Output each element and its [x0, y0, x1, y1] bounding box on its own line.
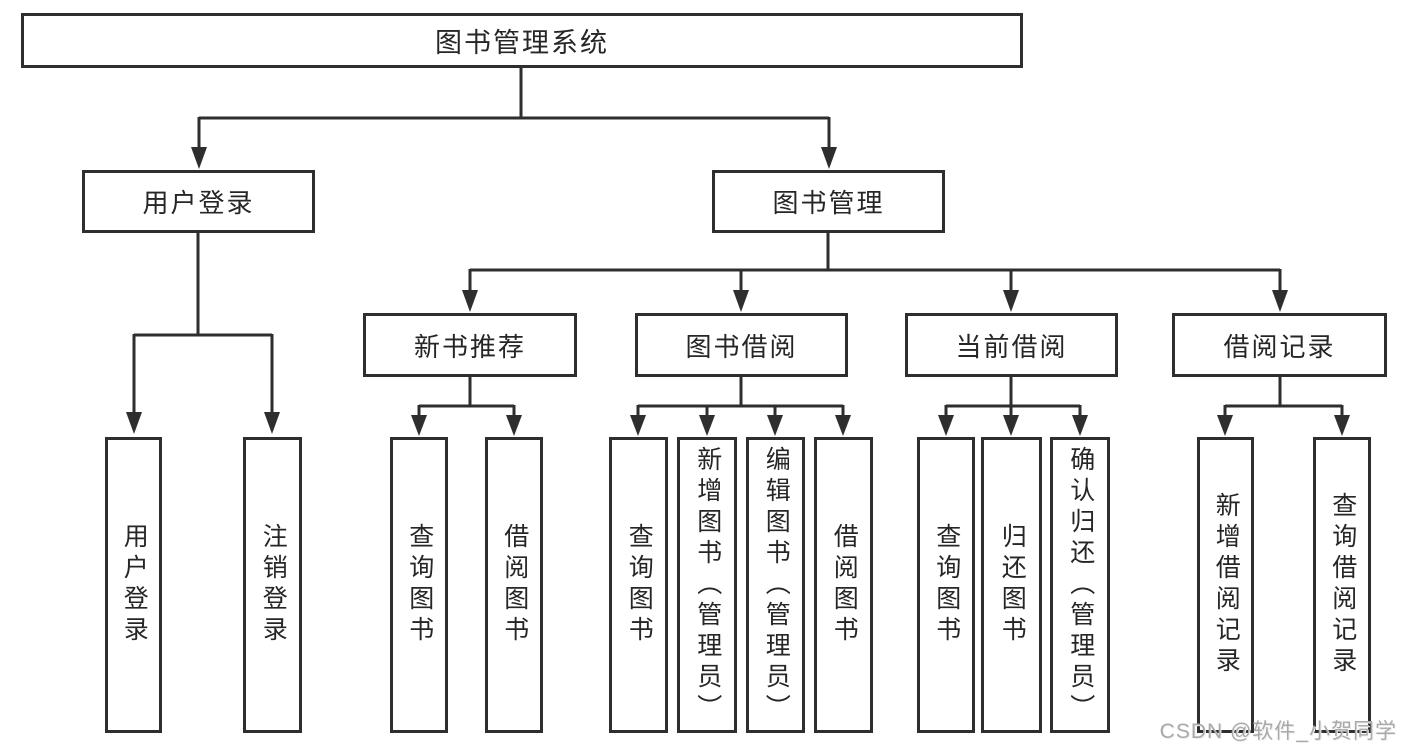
- node-new-book-recommend: 新书推荐: [363, 313, 577, 377]
- leaf-add-books-admin: 新增图书（管理员）: [677, 437, 737, 733]
- leaf-borrow-query-books: 查询图书: [609, 437, 668, 733]
- node-label: 确认归还（管理员）: [1066, 445, 1095, 725]
- node-label: 图书管理系统: [435, 28, 609, 58]
- node-label: 查询借阅记录: [1328, 492, 1357, 678]
- node-book-borrowing: 图书借阅: [635, 313, 848, 377]
- leaf-confirm-return-admin: 确认归还（管理员）: [1050, 437, 1110, 733]
- leaf-return-books: 归还图书: [981, 437, 1042, 733]
- leaf-borrow-books: 借阅图书: [814, 437, 873, 733]
- node-label: 借阅记录: [1223, 331, 1336, 362]
- node-label: 新增图书（管理员）: [693, 445, 722, 725]
- node-book-management: 图书管理: [712, 170, 945, 233]
- leaf-current-query-books: 查询图书: [917, 437, 975, 733]
- node-library-system: 图书管理系统: [21, 13, 1023, 68]
- node-label: 新书推荐: [413, 331, 526, 362]
- leaf-recommend-borrow-books: 借阅图书: [485, 437, 543, 733]
- leaf-recommend-query-books: 查询图书: [390, 437, 448, 733]
- node-label: 归还图书: [998, 523, 1027, 647]
- node-label: 查询图书: [932, 523, 961, 647]
- node-label: 注销登录: [259, 523, 288, 647]
- node-label: 当前借阅: [955, 331, 1068, 362]
- leaf-edit-books-admin: 编辑图书（管理员）: [746, 437, 805, 733]
- node-label: 用户登录: [142, 188, 255, 218]
- node-label: 图书借阅: [685, 331, 798, 362]
- node-borrow-records: 借阅记录: [1172, 313, 1387, 377]
- node-current-borrowing: 当前借阅: [905, 313, 1118, 377]
- node-label: 新增借阅记录: [1212, 492, 1241, 678]
- leaf-add-borrow-record: 新增借阅记录: [1197, 437, 1254, 733]
- node-label: 图书管理: [772, 188, 885, 218]
- leaf-user-login: 用户登录: [105, 437, 162, 733]
- node-label: 查询图书: [405, 523, 434, 647]
- node-label: 借阅图书: [500, 523, 529, 647]
- node-label: 用户登录: [120, 523, 149, 647]
- node-user-login: 用户登录: [82, 170, 315, 233]
- leaf-query-borrow-record: 查询借阅记录: [1313, 437, 1371, 733]
- node-label: 借阅图书: [830, 523, 859, 647]
- leaf-logout: 注销登录: [243, 437, 302, 733]
- csdn-watermark: CSDN @软件_小贺同学: [1159, 720, 1397, 743]
- node-label: 编辑图书（管理员）: [762, 445, 791, 725]
- node-label: 查询图书: [625, 523, 654, 647]
